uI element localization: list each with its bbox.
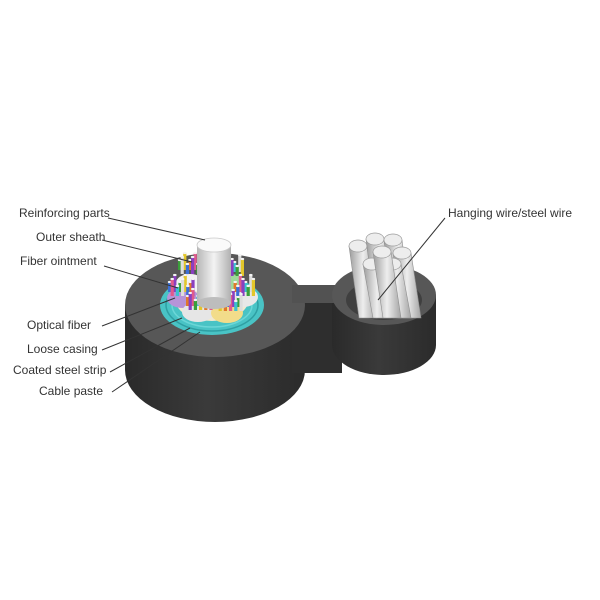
optical-fiber	[238, 273, 243, 292]
optical-fiber	[231, 288, 235, 307]
optical-fiber	[243, 280, 248, 292]
optical-fiber	[251, 277, 256, 296]
optical-fiber	[236, 295, 241, 307]
optical-fiber	[232, 260, 237, 272]
optical-fiber	[233, 280, 237, 292]
label-optical-fiber: Optical fiber	[27, 318, 92, 332]
optical-fiber	[235, 264, 239, 276]
label-loose-casing: Loose casing	[27, 342, 98, 356]
label-cable-paste: Cable paste	[39, 384, 104, 398]
optical-fiber	[230, 257, 234, 276]
optical-fiber	[238, 253, 242, 272]
optical-fiber	[188, 258, 192, 270]
optical-fiber	[185, 294, 190, 306]
optical-fiber	[180, 255, 184, 274]
optical-fiber	[193, 298, 198, 310]
optical-fiber	[190, 255, 195, 274]
optical-fiber	[173, 273, 177, 292]
label-coated-steel-strip: Coated steel strip	[13, 363, 107, 377]
optical-fiber	[186, 284, 190, 296]
optical-fiber	[241, 277, 245, 296]
optical-fiber	[185, 262, 190, 274]
optical-fiber	[183, 251, 187, 270]
optical-fiber	[239, 292, 243, 311]
optical-fiber	[240, 257, 245, 276]
optical-fiber	[191, 287, 195, 306]
optical-fiber	[249, 273, 253, 292]
label-hanging-wire: Hanging wire/steel wire	[448, 206, 573, 220]
optical-fiber	[193, 251, 197, 270]
label-outer-sheath: Outer sheath	[36, 230, 106, 244]
label-fiber-ointment: Fiber ointment	[20, 254, 97, 268]
optical-fiber	[188, 291, 192, 310]
optical-fiber	[188, 280, 193, 292]
reinforcing-central-member	[196, 237, 232, 309]
optical-fiber	[234, 299, 238, 311]
optical-fiber	[170, 277, 174, 296]
leader-lines	[101, 217, 446, 393]
optical-fiber	[175, 284, 180, 296]
optical-fiber	[191, 277, 195, 296]
optical-fiber	[246, 284, 250, 296]
optical-fiber	[183, 273, 187, 292]
optical-fiber	[178, 280, 182, 292]
label-reinforcing-parts: Reinforcing parts	[19, 206, 110, 220]
optical-fiber	[180, 277, 185, 296]
optical-fiber	[167, 280, 172, 292]
hanging-steel-wire	[346, 232, 422, 320]
steel-wire-strand	[372, 245, 402, 319]
optical-fiber	[236, 284, 240, 296]
